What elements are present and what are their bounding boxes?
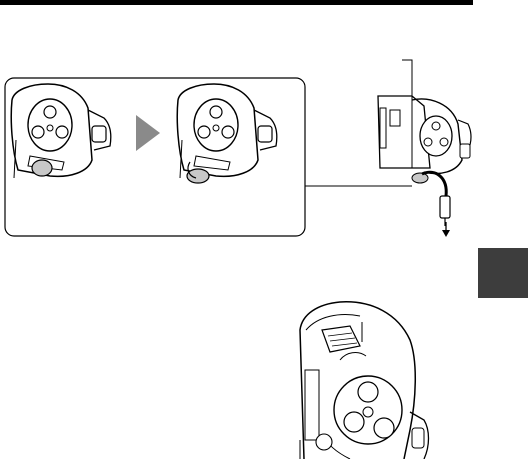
header-rule xyxy=(0,0,473,5)
side-tab xyxy=(478,248,528,298)
terminal-cap-closed xyxy=(32,160,52,176)
terminal-cap-open xyxy=(187,169,209,183)
play-triangle-icon xyxy=(136,115,160,151)
figure-camera-cap-open xyxy=(177,84,277,183)
arrow-down-icon xyxy=(442,222,450,237)
figure-camera-top-view xyxy=(300,302,429,459)
figure-camera-cap-closed xyxy=(5,78,125,188)
figure-camera-with-cable xyxy=(378,60,471,226)
cable-plug xyxy=(440,196,450,218)
